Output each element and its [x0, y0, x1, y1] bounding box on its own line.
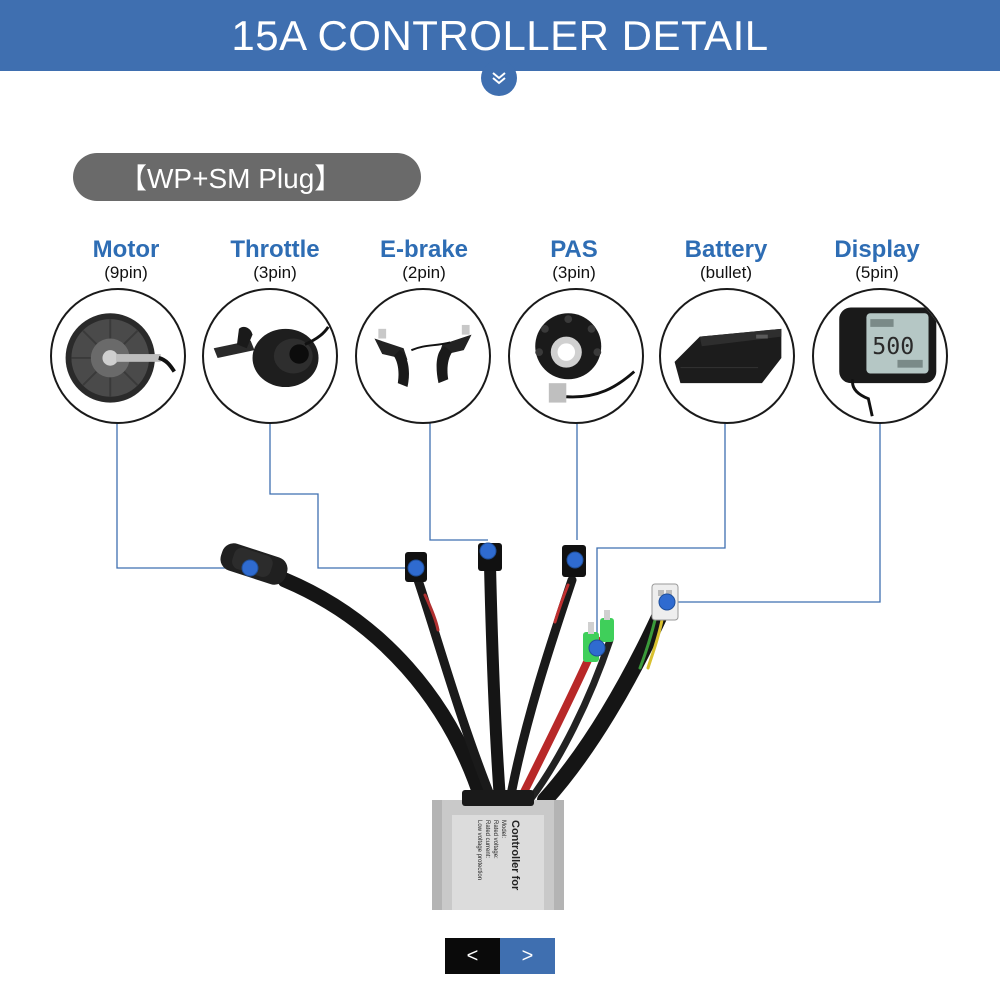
pas-title: PAS: [550, 236, 598, 263]
motor-image: [50, 288, 186, 424]
throttle-cable: [413, 575, 497, 805]
controller-title: Controller for: [509, 820, 521, 891]
controller-box: Controller for Model: Rated voltage: Rat…: [432, 790, 564, 910]
controller-line-lvp: Low voltage protection: [476, 820, 482, 880]
display-connector: [651, 583, 679, 621]
plug-type-label: 【WP+SM Plug】: [73, 153, 421, 201]
next-label: >: [521, 944, 534, 967]
battery-connection-dot: [588, 639, 606, 657]
plug-type-text: 【WP+SM Plug】: [119, 163, 343, 194]
motor-leader-line: [116, 420, 250, 569]
next-button[interactable]: >: [500, 938, 555, 974]
battery-leader-line: [596, 420, 726, 648]
motor-title: Motor: [92, 236, 160, 263]
motor-connector: [220, 543, 288, 585]
controller-line-voltage: Rated voltage:: [492, 820, 498, 859]
ebrake-title: E-brake: [379, 236, 469, 263]
display-connection-dot: [658, 593, 676, 611]
controller-line-model: Model:: [500, 820, 506, 838]
motor-spec: (9pin): [104, 263, 148, 282]
display-title: Display: [834, 236, 920, 263]
pas-sensor-image: [508, 288, 644, 424]
throttle-connector: [405, 552, 427, 582]
throttle-connection-dot: [407, 559, 425, 577]
header-banner: 15A CONTROLLER DETAIL: [0, 0, 1000, 71]
throttle-leader-line: [269, 420, 416, 569]
display-image: 500: [812, 288, 948, 424]
previous-label: <: [466, 944, 479, 967]
battery-red-wire: [516, 636, 601, 804]
battery-spec: (bullet): [700, 263, 752, 282]
pas-connector: [562, 545, 586, 577]
throttle-image: [202, 288, 338, 424]
motor-connection-dot: [241, 559, 259, 577]
throttle-title: Throttle: [230, 236, 320, 263]
previous-button[interactable]: <: [445, 938, 500, 974]
display-screen-reading: 500: [872, 333, 914, 360]
ebrake-image: [355, 288, 491, 424]
display-cable: [537, 607, 668, 808]
ebrake-spec: (2pin): [402, 263, 446, 282]
display-spec: (5pin): [855, 263, 899, 282]
battery-title: Battery: [684, 236, 768, 263]
pas-spec: (3pin): [552, 263, 596, 282]
ebrake-leader-line: [429, 420, 488, 541]
ebrake-cable: [484, 559, 506, 806]
display-leader-line: [667, 420, 881, 603]
battery-image: [659, 288, 795, 424]
motor-cable: [277, 572, 490, 808]
page-title: 15A CONTROLLER DETAIL: [231, 11, 769, 59]
controller-line-current: Rated current:: [484, 820, 490, 858]
pas-connection-dot: [566, 551, 584, 569]
ebrake-connection-dot: [479, 542, 497, 560]
pas-cable: [505, 575, 577, 805]
ebrake-connector: [478, 543, 502, 571]
throttle-spec: (3pin): [253, 263, 297, 282]
battery-black-wire: [526, 636, 614, 804]
chevron-down-icon: [481, 60, 517, 96]
battery-connector: [583, 610, 614, 662]
